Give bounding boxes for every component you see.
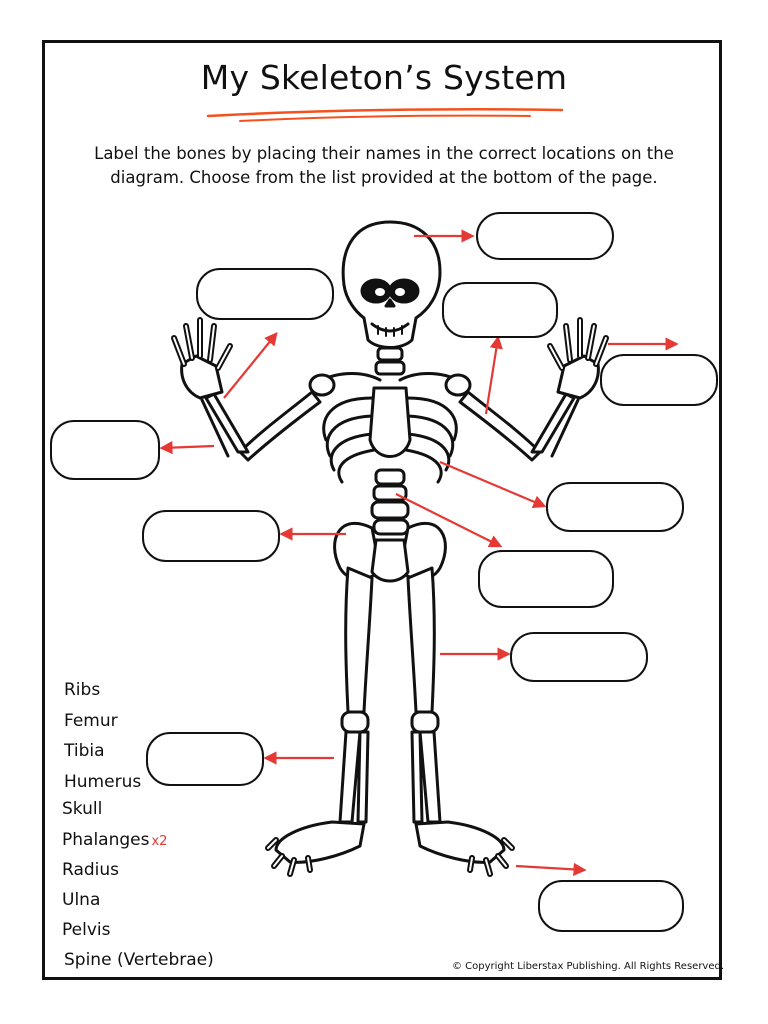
word-bank-item: Tibia	[64, 741, 105, 761]
word-bank-item: Humerus	[64, 772, 142, 792]
word-bank-item: Femur	[64, 711, 118, 731]
word-bank-item: Ulna	[62, 890, 101, 910]
word-bank-item: Skull	[62, 799, 103, 819]
right-arm-illustration	[458, 317, 609, 462]
right-leg-illustration	[406, 566, 515, 877]
answer-box-femur[interactable]	[510, 632, 648, 682]
worksheet-frame	[42, 40, 722, 980]
quantity-note: x2	[151, 834, 168, 849]
instructions-text: Label the bones by placing their names i…	[94, 144, 674, 187]
word-bank-item: Spine (Vertebrae)	[64, 950, 214, 970]
answer-box-phalanges-hand[interactable]	[196, 268, 334, 320]
title-underline	[206, 108, 564, 122]
answer-box-pelvis[interactable]	[142, 510, 280, 562]
word-bank-item: Ribs	[64, 680, 101, 700]
answer-box-spine[interactable]	[478, 550, 614, 608]
skull-illustration	[341, 220, 442, 349]
left-leg-illustration	[265, 566, 374, 877]
answer-box-humerus[interactable]	[442, 282, 558, 338]
label-arrows	[159, 229, 679, 876]
spine-illustration	[370, 346, 410, 536]
answer-box-tibia[interactable]	[146, 732, 264, 786]
answer-box-ribs[interactable]	[546, 482, 684, 532]
left-arm-illustration	[171, 317, 322, 462]
word-bank-item: Radius	[62, 860, 120, 880]
page-title: My Skeleton’s System	[200, 58, 568, 97]
answer-box-phalanges-foot[interactable]	[538, 880, 684, 932]
answer-box-skull[interactable]	[476, 212, 614, 260]
word-bank-item: Pelvis	[62, 920, 111, 940]
copyright-text: © Copyright Liberstax Publishing. All Ri…	[452, 961, 725, 972]
pelvis-illustration	[333, 521, 447, 583]
answer-box-radius-ulna[interactable]	[50, 420, 160, 480]
answer-box-right-hand[interactable]	[600, 354, 718, 406]
